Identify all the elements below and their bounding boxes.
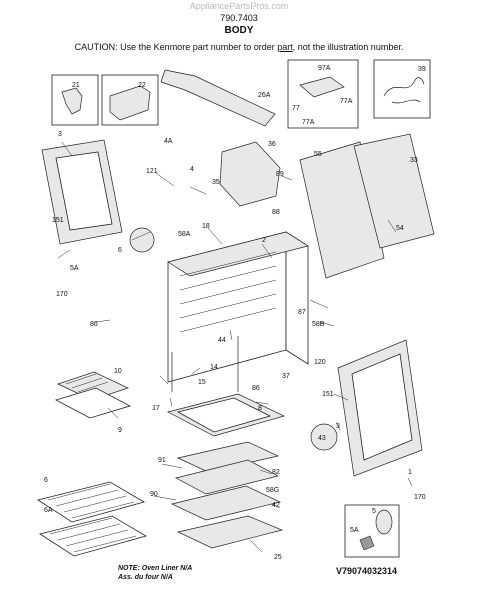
watermark: AppliancePartsPros.com	[189, 1, 289, 11]
label-43: 43	[318, 435, 326, 442]
label-77: 77	[292, 105, 300, 112]
part-6-rack-wires	[47, 483, 135, 519]
label-37: 37	[282, 373, 290, 380]
label-35: 35	[212, 179, 220, 186]
model-number: 790.7403	[220, 13, 258, 23]
label-91: 91	[158, 457, 166, 464]
caution-part-link[interactable]: part	[277, 42, 293, 52]
label-170-right: 170	[414, 494, 426, 501]
part-36-insulation[interactable]	[219, 141, 281, 207]
part-6-thermostat-callout[interactable]	[129, 227, 155, 253]
oven-liner-note: NOTE: Oven Liner N/A	[118, 565, 193, 572]
label-18: 18	[202, 223, 210, 230]
part-151-door-glass[interactable]	[55, 151, 113, 231]
caution-prefix: CAUTION: Use the Kenmore part number to …	[74, 42, 278, 52]
label-5a-left: 5A	[70, 265, 79, 272]
label-89: 89	[276, 171, 284, 178]
leader-lines	[57, 141, 413, 553]
label-39: 39	[418, 66, 426, 73]
label-121: 121	[146, 168, 158, 175]
part-6a-rack-wires	[49, 517, 137, 553]
label-15: 15	[198, 379, 206, 386]
part-21-shape[interactable]	[61, 87, 83, 115]
label-33: 33	[410, 157, 418, 164]
oven-insulation-lines	[179, 251, 277, 333]
label-26a: 26A	[258, 92, 271, 99]
part-39-wire-harness[interactable]	[383, 77, 425, 104]
label-6-rack: 6	[44, 477, 48, 484]
label-5: 5	[372, 508, 376, 515]
part-5a-leg[interactable]	[359, 535, 375, 551]
label-4a: 4A	[164, 138, 173, 145]
part-43-motor-callout[interactable]	[310, 423, 338, 451]
caution-text: CAUTION: Use the Kenmore part number to …	[0, 42, 478, 52]
label-88: 88	[272, 209, 280, 216]
label-97a: 97A	[318, 65, 331, 72]
label-10: 10	[114, 368, 122, 375]
label-58b: 58B	[312, 321, 325, 328]
label-58g: 58G	[266, 487, 279, 494]
label-5a-right: 5A	[350, 527, 359, 534]
label-6: 6	[118, 247, 122, 254]
label-82: 82	[272, 469, 280, 476]
label-77a-2: 77A	[302, 119, 315, 126]
label-3-right: 3	[336, 423, 340, 430]
oven-liner-note-fr: Ass. du four N/A	[118, 574, 173, 581]
label-8: 8	[258, 405, 262, 412]
label-9: 9	[118, 427, 122, 434]
label-86-mid: 86	[252, 385, 260, 392]
label-22: 22	[138, 82, 146, 89]
label-87: 87	[298, 309, 306, 316]
label-3-top: 3	[58, 131, 62, 138]
part-26a-bracket[interactable]	[160, 69, 276, 127]
part-6-oven-rack[interactable]	[37, 481, 146, 523]
label-90: 90	[150, 491, 158, 498]
label-77a-1: 77A	[340, 98, 353, 105]
part-8-bottom-inner	[176, 397, 272, 433]
part-91-drawer-front[interactable]	[176, 441, 280, 473]
label-4: 4	[190, 166, 194, 173]
label-36: 36	[268, 141, 276, 148]
part-9-broiler-insert[interactable]	[54, 387, 132, 419]
part-82-drawer-body[interactable]	[175, 459, 279, 495]
page-title: BODY	[224, 25, 254, 36]
label-170-left: 170	[56, 291, 68, 298]
label-42: 42	[272, 502, 280, 509]
inset-box-39	[373, 59, 431, 119]
part-42-drawer-liner[interactable]	[170, 485, 282, 521]
part-6a-oven-rack[interactable]	[39, 515, 148, 557]
label-86-left: 86	[90, 321, 98, 328]
label-6a: 6A	[44, 507, 53, 514]
oven-body-side	[285, 231, 309, 365]
label-25: 25	[274, 554, 282, 561]
label-44: 44	[218, 337, 226, 344]
label-120: 120	[314, 359, 326, 366]
label-21: 21	[72, 82, 80, 89]
part-97a-shape[interactable]	[299, 76, 345, 98]
label-54: 54	[396, 225, 404, 232]
part-25-drawer-bottom[interactable]	[176, 515, 284, 549]
label-1: 1	[408, 469, 412, 476]
label-17: 17	[152, 405, 160, 412]
label-151-left: 151	[52, 217, 64, 224]
oven-body-top	[167, 231, 309, 277]
part-33-rear-cover[interactable]	[353, 133, 435, 249]
part-151-right-door-glass[interactable]	[351, 353, 413, 461]
part-22-shape[interactable]	[109, 85, 151, 121]
label-2: 2	[262, 237, 266, 244]
label-151-right: 151	[322, 391, 334, 398]
label-14: 14	[210, 364, 218, 371]
label-55: 55	[314, 151, 322, 158]
label-58a: 58A	[178, 231, 191, 238]
part-10-pan-grid	[65, 373, 109, 393]
caution-suffix: , not the illustration number.	[292, 42, 404, 52]
part-5-leveler[interactable]	[375, 509, 393, 535]
illustration-code: V79074032314	[336, 566, 398, 576]
